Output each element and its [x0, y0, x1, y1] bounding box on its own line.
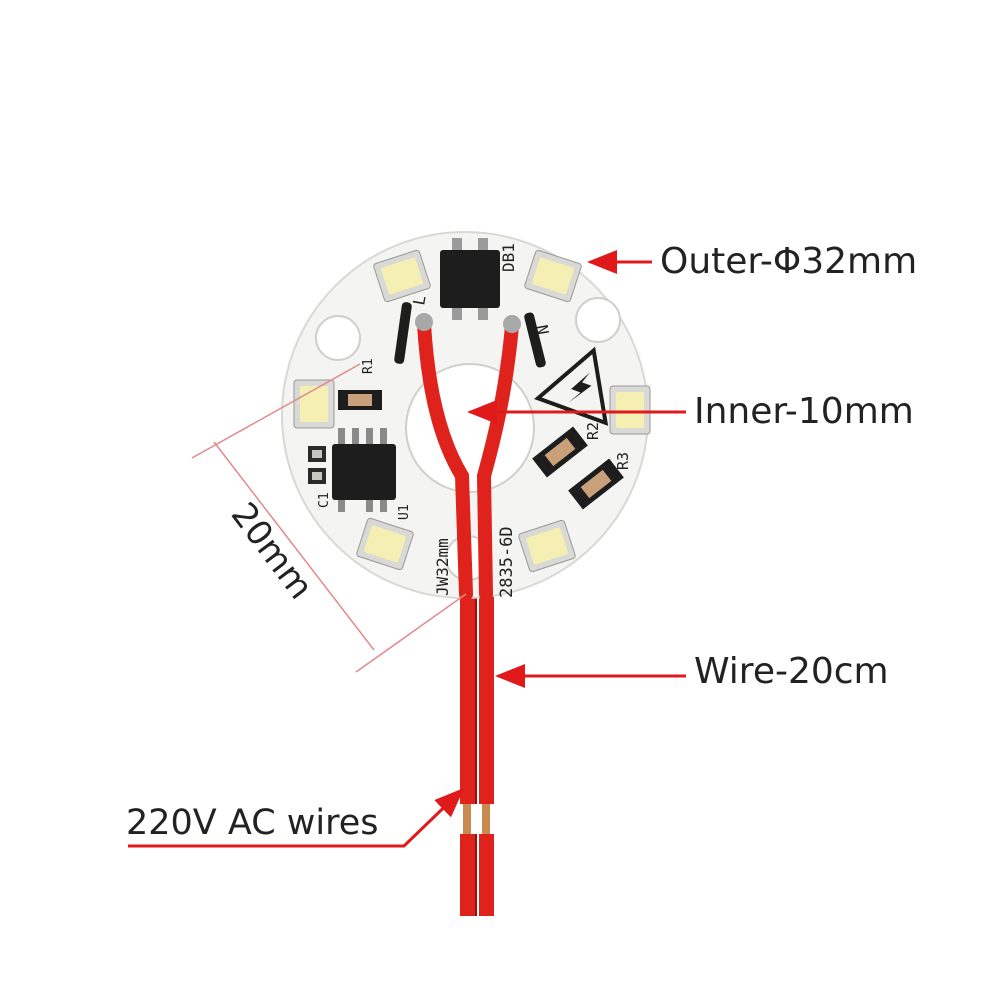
- silk-model: JW32mm: [433, 538, 452, 596]
- inner-diameter-label: Inner-10mm: [694, 391, 914, 432]
- wire-length-label: Wire-20cm: [694, 651, 889, 692]
- capacitor-c1: [308, 446, 326, 484]
- driver-ic-chip: [332, 428, 396, 512]
- dimension-20mm-label: 20mm: [223, 495, 321, 607]
- mounting-hole-left: [315, 315, 361, 361]
- silk-led-type: 2835-6D: [497, 526, 517, 598]
- silk-db1: DB1: [499, 243, 518, 272]
- dimension-20mm: [191, 363, 467, 673]
- upper-wires: [415, 313, 521, 601]
- resistor-r1: [338, 390, 382, 410]
- resistor-r2: [532, 426, 588, 478]
- silk-c1: C1: [317, 492, 332, 508]
- silk-r1: R1: [361, 358, 376, 374]
- silk-n: N: [532, 323, 552, 336]
- lead-wires: [460, 594, 494, 916]
- bridge-rectifier-chip: [440, 238, 500, 320]
- silk-l: L: [409, 294, 429, 307]
- smd-leds: [293, 249, 651, 573]
- silk-u1: U1: [397, 504, 412, 520]
- ac-wires-label: 220V AC wires: [126, 803, 379, 843]
- resistor-r3: [568, 458, 624, 510]
- silk-r3: R3: [614, 452, 632, 470]
- silkscreen-text: DB1 L N R1 R2 R3 C1 U1 JW32mm 2835-6D: [317, 243, 632, 598]
- callout-arrows: [128, 250, 686, 848]
- outer-diameter-label: Outer-Φ32mm: [660, 241, 918, 282]
- mounting-hole-right: [575, 297, 621, 343]
- silk-r2: R2: [584, 422, 602, 440]
